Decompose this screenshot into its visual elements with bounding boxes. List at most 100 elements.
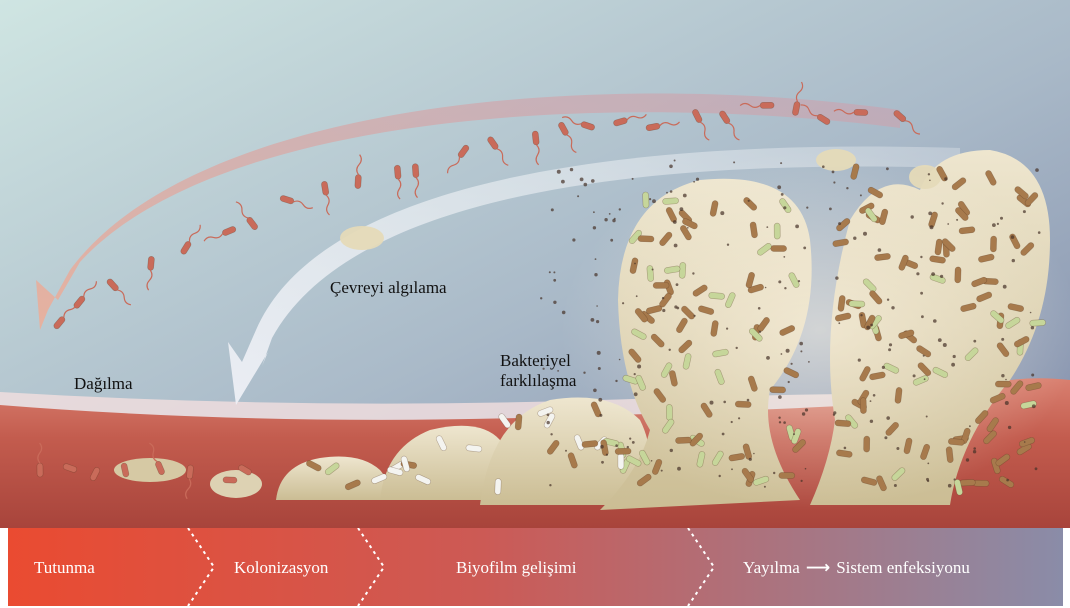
matrix-particle bbox=[878, 248, 882, 252]
matrix-particle bbox=[662, 309, 665, 312]
matrix-particle bbox=[731, 421, 733, 423]
matrix-particle bbox=[540, 297, 542, 299]
matrix-particle bbox=[1032, 404, 1036, 408]
dispersal-label: Dağılma bbox=[74, 374, 133, 394]
matrix-particle bbox=[838, 222, 841, 225]
matrix-particle bbox=[601, 461, 604, 464]
matrix-particle bbox=[651, 460, 653, 462]
matrix-particle bbox=[884, 436, 887, 439]
matrix-particle bbox=[634, 392, 638, 396]
matrix-particle bbox=[619, 359, 621, 361]
matrix-particle bbox=[887, 299, 889, 301]
matrix-particle bbox=[550, 433, 552, 435]
matrix-particle bbox=[835, 276, 838, 279]
matrix-particle bbox=[860, 194, 862, 196]
bacterium bbox=[223, 477, 237, 484]
matrix-particle bbox=[783, 421, 786, 424]
matrix-particle bbox=[773, 472, 775, 474]
matrix-particle bbox=[562, 311, 566, 315]
matrix-particle bbox=[1023, 210, 1026, 213]
matrix-particle bbox=[924, 378, 926, 380]
matrix-particle bbox=[687, 227, 689, 229]
matrix-particle bbox=[634, 373, 636, 375]
matrix-particle bbox=[886, 416, 890, 420]
bacterium bbox=[647, 265, 654, 281]
matrix-particle bbox=[791, 363, 793, 365]
matrix-particle bbox=[781, 193, 784, 196]
matrix-particle bbox=[969, 425, 971, 427]
bacterium bbox=[995, 381, 1011, 387]
matrix-particle bbox=[722, 433, 725, 436]
matrix-particle bbox=[670, 449, 673, 452]
stage-biofilm-development: Biyofilm gelişimi bbox=[456, 558, 576, 578]
matrix-particle bbox=[731, 468, 733, 470]
matrix-particle bbox=[838, 322, 840, 324]
detached-cluster-1 bbox=[340, 226, 384, 250]
matrix-particle bbox=[549, 484, 551, 486]
matrix-particle bbox=[953, 355, 956, 358]
matrix-particle bbox=[916, 272, 919, 275]
matrix-particle bbox=[947, 223, 949, 225]
matrix-particle bbox=[920, 256, 922, 258]
matrix-particle bbox=[610, 239, 613, 242]
matrix-particle bbox=[948, 484, 952, 488]
matrix-particle bbox=[911, 215, 914, 218]
matrix-particle bbox=[692, 272, 694, 274]
stage-bar: Tutunma Kolonizasyon Biyofilm gelişimi Y… bbox=[8, 528, 1063, 606]
attached-cluster-2 bbox=[210, 470, 262, 498]
matrix-particle bbox=[1024, 441, 1026, 443]
matrix-particle bbox=[572, 238, 575, 241]
matrix-particle bbox=[766, 356, 770, 360]
bacterium bbox=[618, 453, 624, 469]
matrix-particle bbox=[627, 446, 629, 448]
matrix-particle bbox=[940, 275, 943, 278]
matrix-particle bbox=[598, 398, 602, 402]
bacterium bbox=[835, 420, 851, 427]
bacterium bbox=[675, 437, 691, 444]
matrix-particle bbox=[1038, 231, 1041, 234]
matrix-particle bbox=[727, 244, 729, 246]
matrix-particle bbox=[652, 269, 654, 271]
matrix-particle bbox=[1000, 217, 1003, 220]
matrix-particle bbox=[710, 401, 714, 405]
matrix-particle bbox=[662, 297, 664, 299]
matrix-particle bbox=[778, 417, 780, 419]
matrix-particle bbox=[866, 326, 870, 330]
matrix-particle bbox=[926, 416, 928, 418]
matrix-particle bbox=[1035, 168, 1039, 172]
bacterium bbox=[708, 292, 724, 299]
bacterium bbox=[666, 404, 672, 420]
matrix-particle bbox=[669, 349, 671, 351]
matrix-particle bbox=[846, 187, 848, 189]
matrix-particle bbox=[753, 453, 755, 455]
matrix-particle bbox=[553, 279, 556, 282]
matrix-particle bbox=[928, 212, 932, 216]
matrix-particle bbox=[553, 301, 556, 304]
matrix-particle bbox=[873, 394, 876, 397]
bacterium bbox=[955, 267, 962, 283]
matrix-particle bbox=[597, 351, 601, 355]
matrix-particle bbox=[593, 226, 596, 229]
matrix-particle bbox=[723, 401, 726, 404]
matrix-particle bbox=[938, 338, 942, 342]
bacterium bbox=[735, 401, 751, 408]
matrix-particle bbox=[913, 374, 916, 377]
matrix-particle bbox=[886, 167, 889, 170]
matrix-particle bbox=[632, 441, 635, 444]
matrix-particle bbox=[652, 199, 656, 203]
matrix-particle bbox=[683, 194, 687, 198]
bacterium bbox=[774, 223, 780, 239]
matrix-particle bbox=[928, 173, 930, 175]
matrix-particle bbox=[749, 458, 752, 461]
matrix-particle bbox=[863, 232, 867, 236]
matrix-particle bbox=[930, 225, 934, 229]
stage-dispersal-label: Yayılma bbox=[743, 558, 800, 577]
matrix-particle bbox=[805, 408, 808, 411]
matrix-particle bbox=[973, 447, 976, 450]
bacterium bbox=[1030, 319, 1046, 326]
matrix-particle bbox=[600, 445, 604, 449]
environment-sensing-label: Çevreyi algılama bbox=[330, 278, 447, 298]
matrix-particle bbox=[593, 389, 597, 393]
matrix-particle bbox=[595, 258, 597, 260]
matrix-particle bbox=[777, 185, 781, 189]
